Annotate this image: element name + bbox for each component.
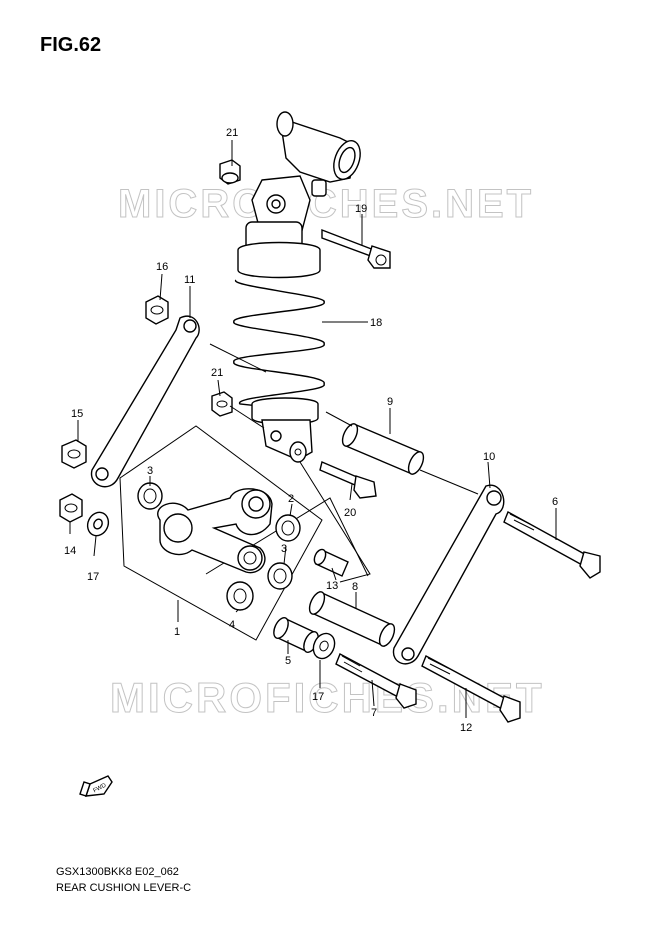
bearing-3-right <box>267 562 293 590</box>
rod-11 <box>90 315 200 488</box>
nut-21-top <box>219 159 241 185</box>
collar-13 <box>313 548 349 577</box>
bolt-19 <box>321 228 391 269</box>
callout-16: 16 <box>156 261 168 273</box>
fwd-arrow-icon: FWD <box>79 775 113 797</box>
nut-21-mid <box>211 391 233 417</box>
callout-21-mid: 21 <box>211 367 223 379</box>
callout-3-left: 3 <box>147 465 153 477</box>
nut-16 <box>145 295 169 325</box>
callout-12: 12 <box>460 722 472 734</box>
callout-17-right: 17 <box>312 691 324 703</box>
nut-14 <box>59 493 83 523</box>
footer-title: REAR CUSHION LEVER-C <box>56 882 192 894</box>
collar-9 <box>341 423 425 475</box>
washer-17-right <box>312 632 336 660</box>
figure-title: FIG.62 <box>40 34 102 56</box>
callout-13: 13 <box>326 580 338 592</box>
callout-2: 2 <box>288 493 294 505</box>
callout-9: 9 <box>387 396 393 408</box>
footer-code: GSX1300BKK8 E02_062 <box>56 866 179 878</box>
callout-19: 19 <box>355 203 367 215</box>
callout-4: 4 <box>229 619 235 631</box>
callout-21-top: 21 <box>226 127 238 139</box>
bolt-12 <box>421 655 521 723</box>
callout-10: 10 <box>483 451 495 463</box>
bearing-4 <box>226 581 254 611</box>
callout-18: 18 <box>370 317 382 329</box>
callout-17-left: 17 <box>87 571 99 583</box>
bearing-3-left <box>137 482 163 510</box>
callout-6: 6 <box>552 496 558 508</box>
callout-8: 8 <box>352 581 358 593</box>
callout-1: 1 <box>174 626 180 638</box>
washer-17-left <box>86 511 110 537</box>
rod-10 <box>392 484 505 665</box>
callout-3-right: 3 <box>281 543 287 555</box>
callout-labels: 21 19 16 11 18 21 15 9 10 3 2 20 14 17 3… <box>64 127 558 734</box>
callout-7: 7 <box>371 707 377 719</box>
callout-5: 5 <box>285 655 291 667</box>
bolt-20 <box>319 461 377 499</box>
collar-8 <box>308 591 396 647</box>
leader-lines <box>69 140 557 718</box>
callout-15: 15 <box>71 408 83 420</box>
shock-absorber <box>233 221 325 463</box>
callout-20: 20 <box>344 507 356 519</box>
bearing-2 <box>275 514 301 542</box>
bolt-6 <box>503 511 601 579</box>
callout-14: 14 <box>64 545 76 557</box>
nut-15 <box>61 439 87 469</box>
bolt-7 <box>335 653 417 709</box>
shock-top-mount <box>251 111 361 239</box>
callout-11: 11 <box>184 274 195 286</box>
cushion-lever <box>157 488 273 574</box>
